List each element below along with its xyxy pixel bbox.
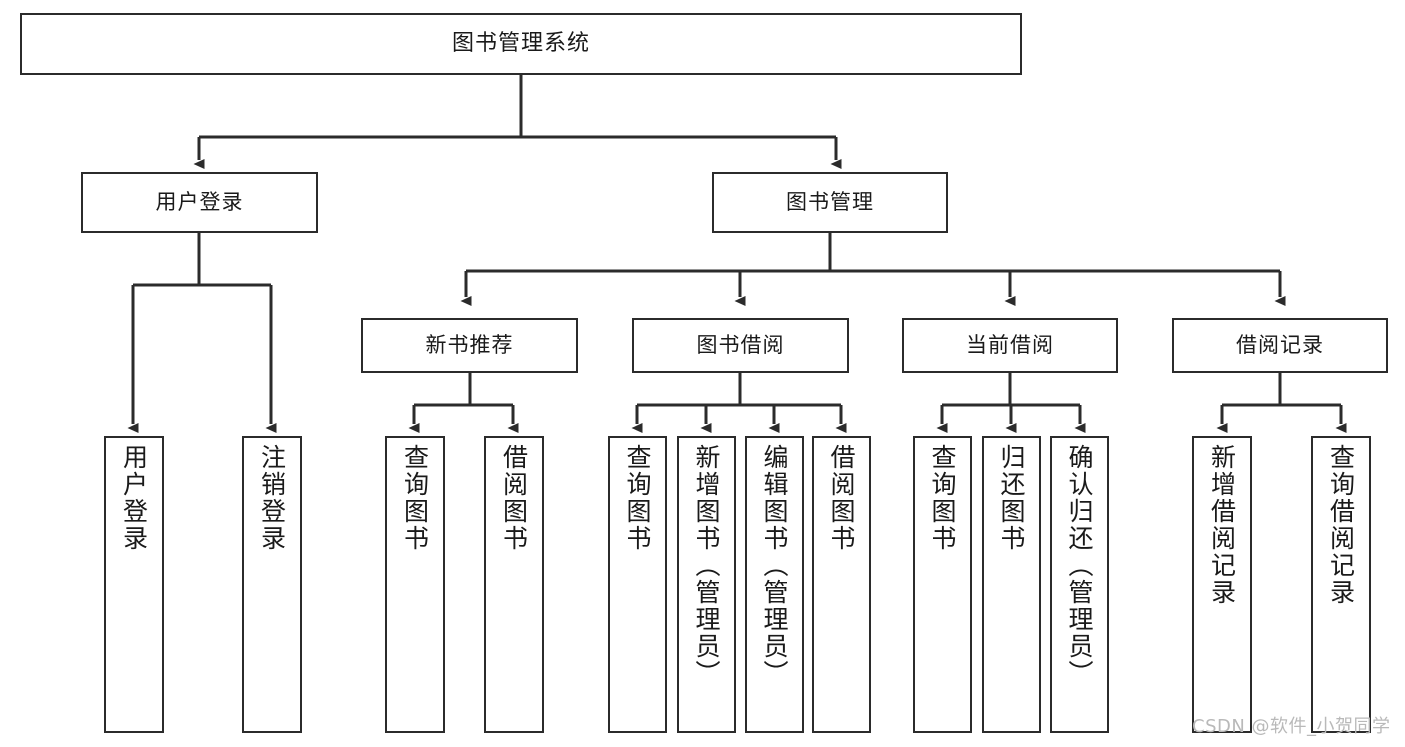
leaf-add-borrow-record[interactable]: 新增借阅记录: [1192, 436, 1252, 733]
node-label: 查询图书: [623, 444, 652, 552]
node-book-management[interactable]: 图书管理: [712, 172, 948, 233]
leaf-query-book-current[interactable]: 查询图书: [913, 436, 972, 733]
node-user-login[interactable]: 用户登录: [81, 172, 318, 233]
node-label: 用户登录: [119, 444, 149, 552]
node-new-book-recommend[interactable]: 新书推荐: [361, 318, 578, 373]
node-label: 编辑图书（管理员）: [760, 444, 789, 687]
node-label: 借阅图书: [827, 444, 856, 552]
node-borrow-record[interactable]: 借阅记录: [1172, 318, 1388, 373]
leaf-query-book-borrow[interactable]: 查询图书: [608, 436, 667, 733]
node-book-borrow[interactable]: 图书借阅: [632, 318, 849, 373]
node-label: 当前借阅: [966, 332, 1054, 357]
leaf-add-book-admin[interactable]: 新增图书（管理员）: [677, 436, 736, 733]
node-label: 图书借阅: [696, 332, 785, 357]
leaf-user-logout[interactable]: 注销登录: [242, 436, 302, 733]
node-label: 新增借阅记录: [1207, 444, 1237, 606]
leaf-confirm-return-admin[interactable]: 确认归还（管理员）: [1050, 436, 1109, 733]
node-root-system[interactable]: 图书管理系统: [20, 13, 1022, 75]
leaf-query-borrow-record[interactable]: 查询借阅记录: [1311, 436, 1371, 733]
node-current-borrow[interactable]: 当前借阅: [902, 318, 1118, 373]
node-label: 图书管理: [786, 189, 874, 214]
node-label: 确认归还（管理员）: [1065, 444, 1094, 687]
node-label: 查询图书: [400, 444, 430, 552]
node-label: 注销登录: [257, 444, 287, 552]
leaf-borrow-book[interactable]: 借阅图书: [812, 436, 871, 733]
node-label: 归还图书: [997, 444, 1026, 552]
node-label: 借阅记录: [1236, 332, 1324, 357]
node-label: 查询借阅记录: [1326, 444, 1356, 606]
leaf-return-book[interactable]: 归还图书: [982, 436, 1041, 733]
leaf-edit-book-admin[interactable]: 编辑图书（管理员）: [745, 436, 804, 733]
node-label: 新书推荐: [425, 332, 514, 357]
leaf-query-book-recommend[interactable]: 查询图书: [385, 436, 445, 733]
node-label: 查询图书: [928, 444, 957, 552]
leaf-user-login[interactable]: 用户登录: [104, 436, 164, 733]
node-label: 用户登录: [155, 189, 244, 214]
leaf-borrow-book-recommend[interactable]: 借阅图书: [484, 436, 544, 733]
node-label: 新增图书（管理员）: [692, 444, 721, 687]
node-label: 图书管理系统: [451, 30, 590, 56]
node-label: 借阅图书: [499, 444, 529, 552]
